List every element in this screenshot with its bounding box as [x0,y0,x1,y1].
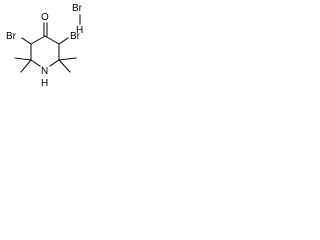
c6-methyl-2 [58,59,71,73]
c5-br-bond [58,37,69,45]
atom-br-right: Br [70,31,81,42]
atom-salt-h: H [76,25,83,36]
atom-br-left: Br [6,31,17,42]
atom-amine-h: H [41,78,48,89]
ring-bond-c4-c3 [30,35,46,45]
ring-bond-c2-n [30,59,41,67]
c2-methyl-1 [14,57,32,61]
ring-bond-c6-n [49,59,60,67]
ring-bond-c4-c5 [44,35,60,45]
atom-ketone-o: O [41,12,49,23]
c6-methyl-1 [58,57,77,61]
atom-salt-br: Br [72,3,83,14]
c2-methyl-2 [20,59,32,73]
structure-drawing: Br H O Br Br N H [0,0,93,113]
c3-br-bond [21,37,32,45]
atom-amine-n: N [41,66,48,77]
molecule-svg: Br H O Br Br N H [6,3,83,89]
